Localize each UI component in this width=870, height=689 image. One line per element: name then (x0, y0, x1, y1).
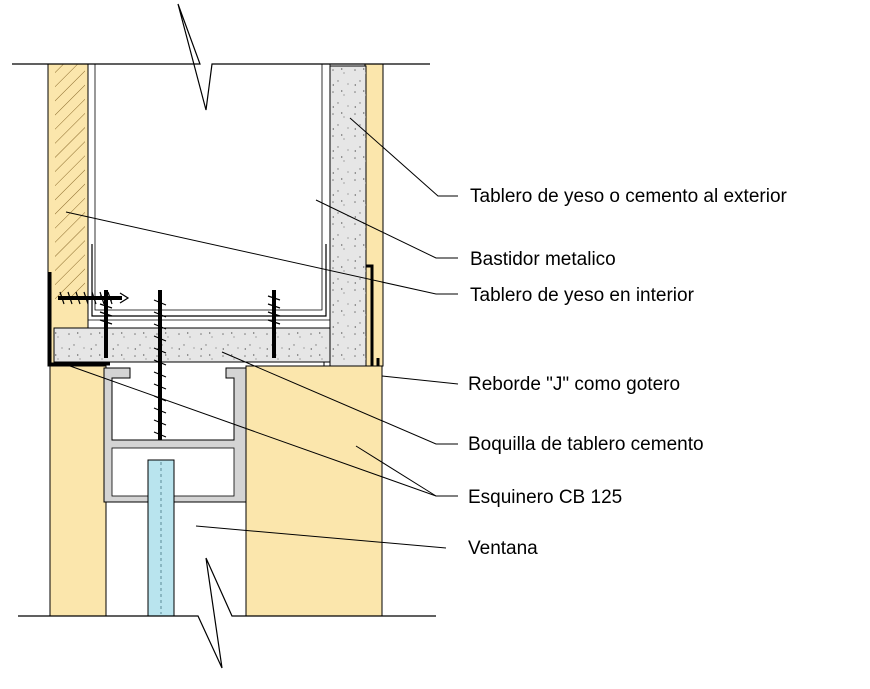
corner-bead-profile (48, 272, 110, 366)
lower-break-line (18, 557, 436, 669)
label-cement-jamb: Boquilla de tablero cemento (468, 434, 704, 455)
label-j-edge: Reborde "J" como gotero (468, 374, 680, 395)
window-glass (147, 459, 175, 617)
upper-wall-hatch (55, 64, 85, 299)
metal-frame-inner (94, 64, 323, 311)
label-interior-board: Tablero de yeso en interior (470, 285, 695, 306)
upper-wall-right (364, 63, 384, 367)
label-metal-frame: Bastidor metalico (470, 249, 616, 270)
label-window: Ventana (468, 538, 538, 559)
cement-jamb-speckle (54, 328, 330, 362)
long-screw (153, 290, 167, 448)
upper-break-line (12, 3, 430, 111)
metal-frame-lip (91, 244, 327, 317)
horizontal-screw (58, 291, 130, 305)
leader-lines (65, 117, 459, 549)
label-corner-bead: Esquinero CB 125 (468, 487, 622, 508)
vertical-screw-2 (267, 290, 281, 358)
lower-wall-left (49, 365, 107, 617)
label-exterior-board: Tablero de yeso o cemento al exterior (470, 186, 788, 207)
vertical-screw-1 (99, 290, 113, 358)
metal-frame-outline (87, 64, 331, 321)
lower-wall-right (245, 365, 383, 617)
